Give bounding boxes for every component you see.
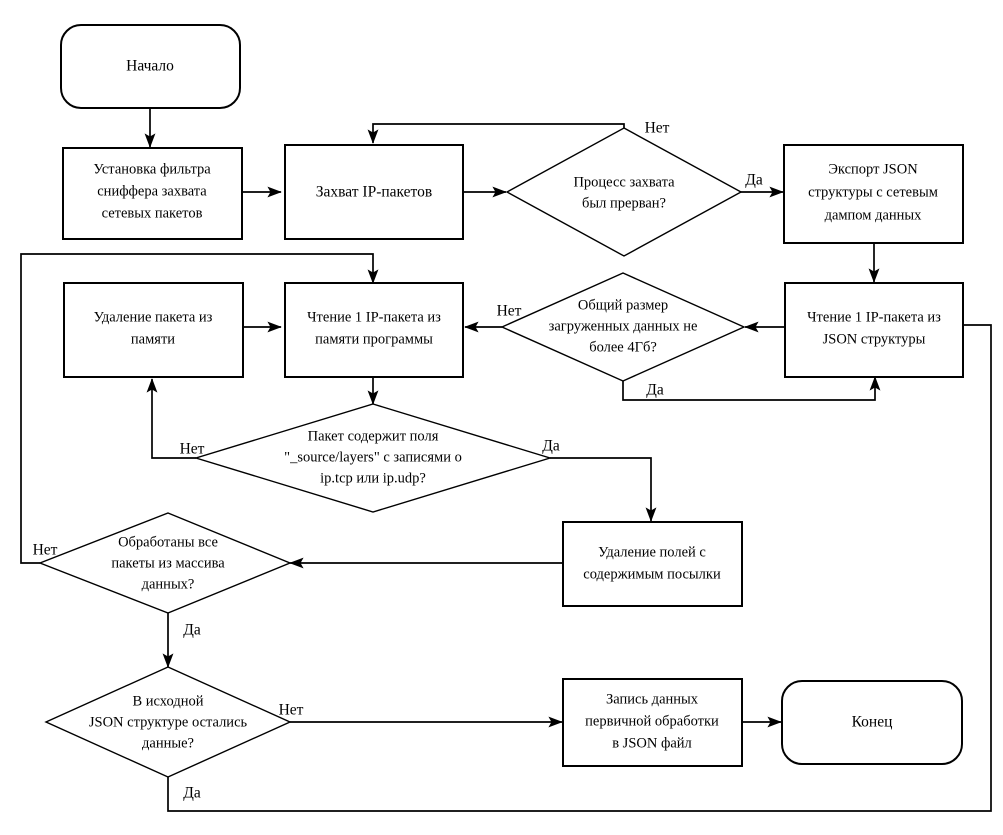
edge-processed-no-loop xyxy=(20,253,379,564)
node-packet-has-fields[interactable] xyxy=(193,403,553,513)
edge-fields-no-to-delete-packet xyxy=(146,378,196,459)
edge-label-processed-yes: Да xyxy=(183,622,201,639)
node-delete-packet-memory[interactable] xyxy=(63,282,244,378)
edge-json-yes-loop xyxy=(167,319,992,812)
node-processed-line3: данных? xyxy=(142,576,195,592)
node-write-json-line1: Запись данных xyxy=(606,691,699,707)
node-capture-interrupted-line2: был прерван? xyxy=(582,195,666,211)
node-set-filter-line1: Установка фильтра xyxy=(93,161,211,177)
edge-label-fields-yes: Да xyxy=(542,438,560,455)
node-read-memory-line2: памяти программы xyxy=(315,331,433,347)
node-fields-line2: "_source/layers" с записями о xyxy=(284,449,462,465)
node-size-check-line3: более 4Гб? xyxy=(589,339,657,355)
node-read-json-line1: Чтение 1 IP-пакета из xyxy=(807,309,941,325)
node-read-memory-line1: Чтение 1 IP-пакета из xyxy=(307,309,441,325)
node-capture-packets[interactable] xyxy=(284,144,464,240)
node-delete-payload-fields[interactable] xyxy=(562,521,743,607)
node-delete-payload-line2: содержимым посылки xyxy=(583,566,721,582)
edge-label-json-yes: Да xyxy=(183,785,201,802)
node-export-json-line2: структуры с сетевым xyxy=(808,184,938,200)
node-fields-line3: ip.tcp или ip.udp? xyxy=(320,470,426,486)
node-read-packet-memory[interactable] xyxy=(284,282,464,378)
node-capture-interrupted-line1: Процесс захвата xyxy=(573,174,675,190)
edge-label-capture-yes: Да xyxy=(745,172,763,189)
node-delete-packet-line2: памяти xyxy=(131,331,175,347)
node-size-check[interactable] xyxy=(500,272,746,382)
node-json-check-line2: JSON структуре остались xyxy=(89,714,248,730)
node-json-check-line1: В исходной xyxy=(133,693,204,709)
node-read-json-line2: JSON структуры xyxy=(823,331,926,347)
edge-label-fields-no: Нет xyxy=(180,441,205,458)
node-read-packet-json[interactable] xyxy=(784,282,964,378)
edge-label-json-no: Нет xyxy=(279,702,304,719)
node-delete-packet-line1: Удаление пакета из xyxy=(94,309,213,325)
node-set-filter-line2: сниффера захвата xyxy=(97,183,207,199)
node-json-check-line3: данные? xyxy=(142,735,194,751)
node-delete-payload-line1: Удаление полей с xyxy=(598,544,706,560)
node-processed-line1: Обработаны все xyxy=(118,534,218,550)
edge-label-capture-no: Нет xyxy=(645,120,670,137)
node-write-json-line3: в JSON файл xyxy=(612,735,692,751)
node-write-json[interactable] xyxy=(562,678,743,767)
edge-label-processed-no: Нет xyxy=(33,542,58,559)
node-start-label: Начало xyxy=(126,58,174,75)
node-all-packets-processed[interactable] xyxy=(38,512,292,614)
node-fields-line1: Пакет содержит поля xyxy=(308,428,439,444)
node-capture-interrupted[interactable] xyxy=(505,127,743,257)
edge-label-size-no: Нет xyxy=(497,303,522,320)
node-start[interactable] xyxy=(60,24,241,109)
edge-label-size-yes: Да xyxy=(646,382,664,399)
node-size-check-line1: Общий размер xyxy=(578,297,668,313)
node-set-filter-line3: сетевых пакетов xyxy=(102,205,203,221)
node-capture-packets-label: Захват IP-пакетов xyxy=(316,184,432,201)
edge-size-yes-loop xyxy=(622,376,881,401)
node-processed-line2: пакеты из массива xyxy=(111,555,225,571)
edge-fields-yes-to-delete-payload xyxy=(550,457,657,522)
node-size-check-line2: загруженных данных не xyxy=(549,318,698,334)
node-export-json-line3: дампом данных xyxy=(825,207,923,223)
node-end[interactable] xyxy=(781,680,963,765)
node-end-label: Конец xyxy=(852,714,893,731)
node-export-json-line1: Экспорт JSON xyxy=(828,161,918,177)
edge-interrupted-no-loop xyxy=(367,123,625,144)
node-set-filter[interactable] xyxy=(62,147,243,240)
node-json-has-data[interactable] xyxy=(44,666,292,778)
node-export-json[interactable] xyxy=(783,144,964,244)
node-write-json-line2: первичной обработки xyxy=(585,713,719,729)
